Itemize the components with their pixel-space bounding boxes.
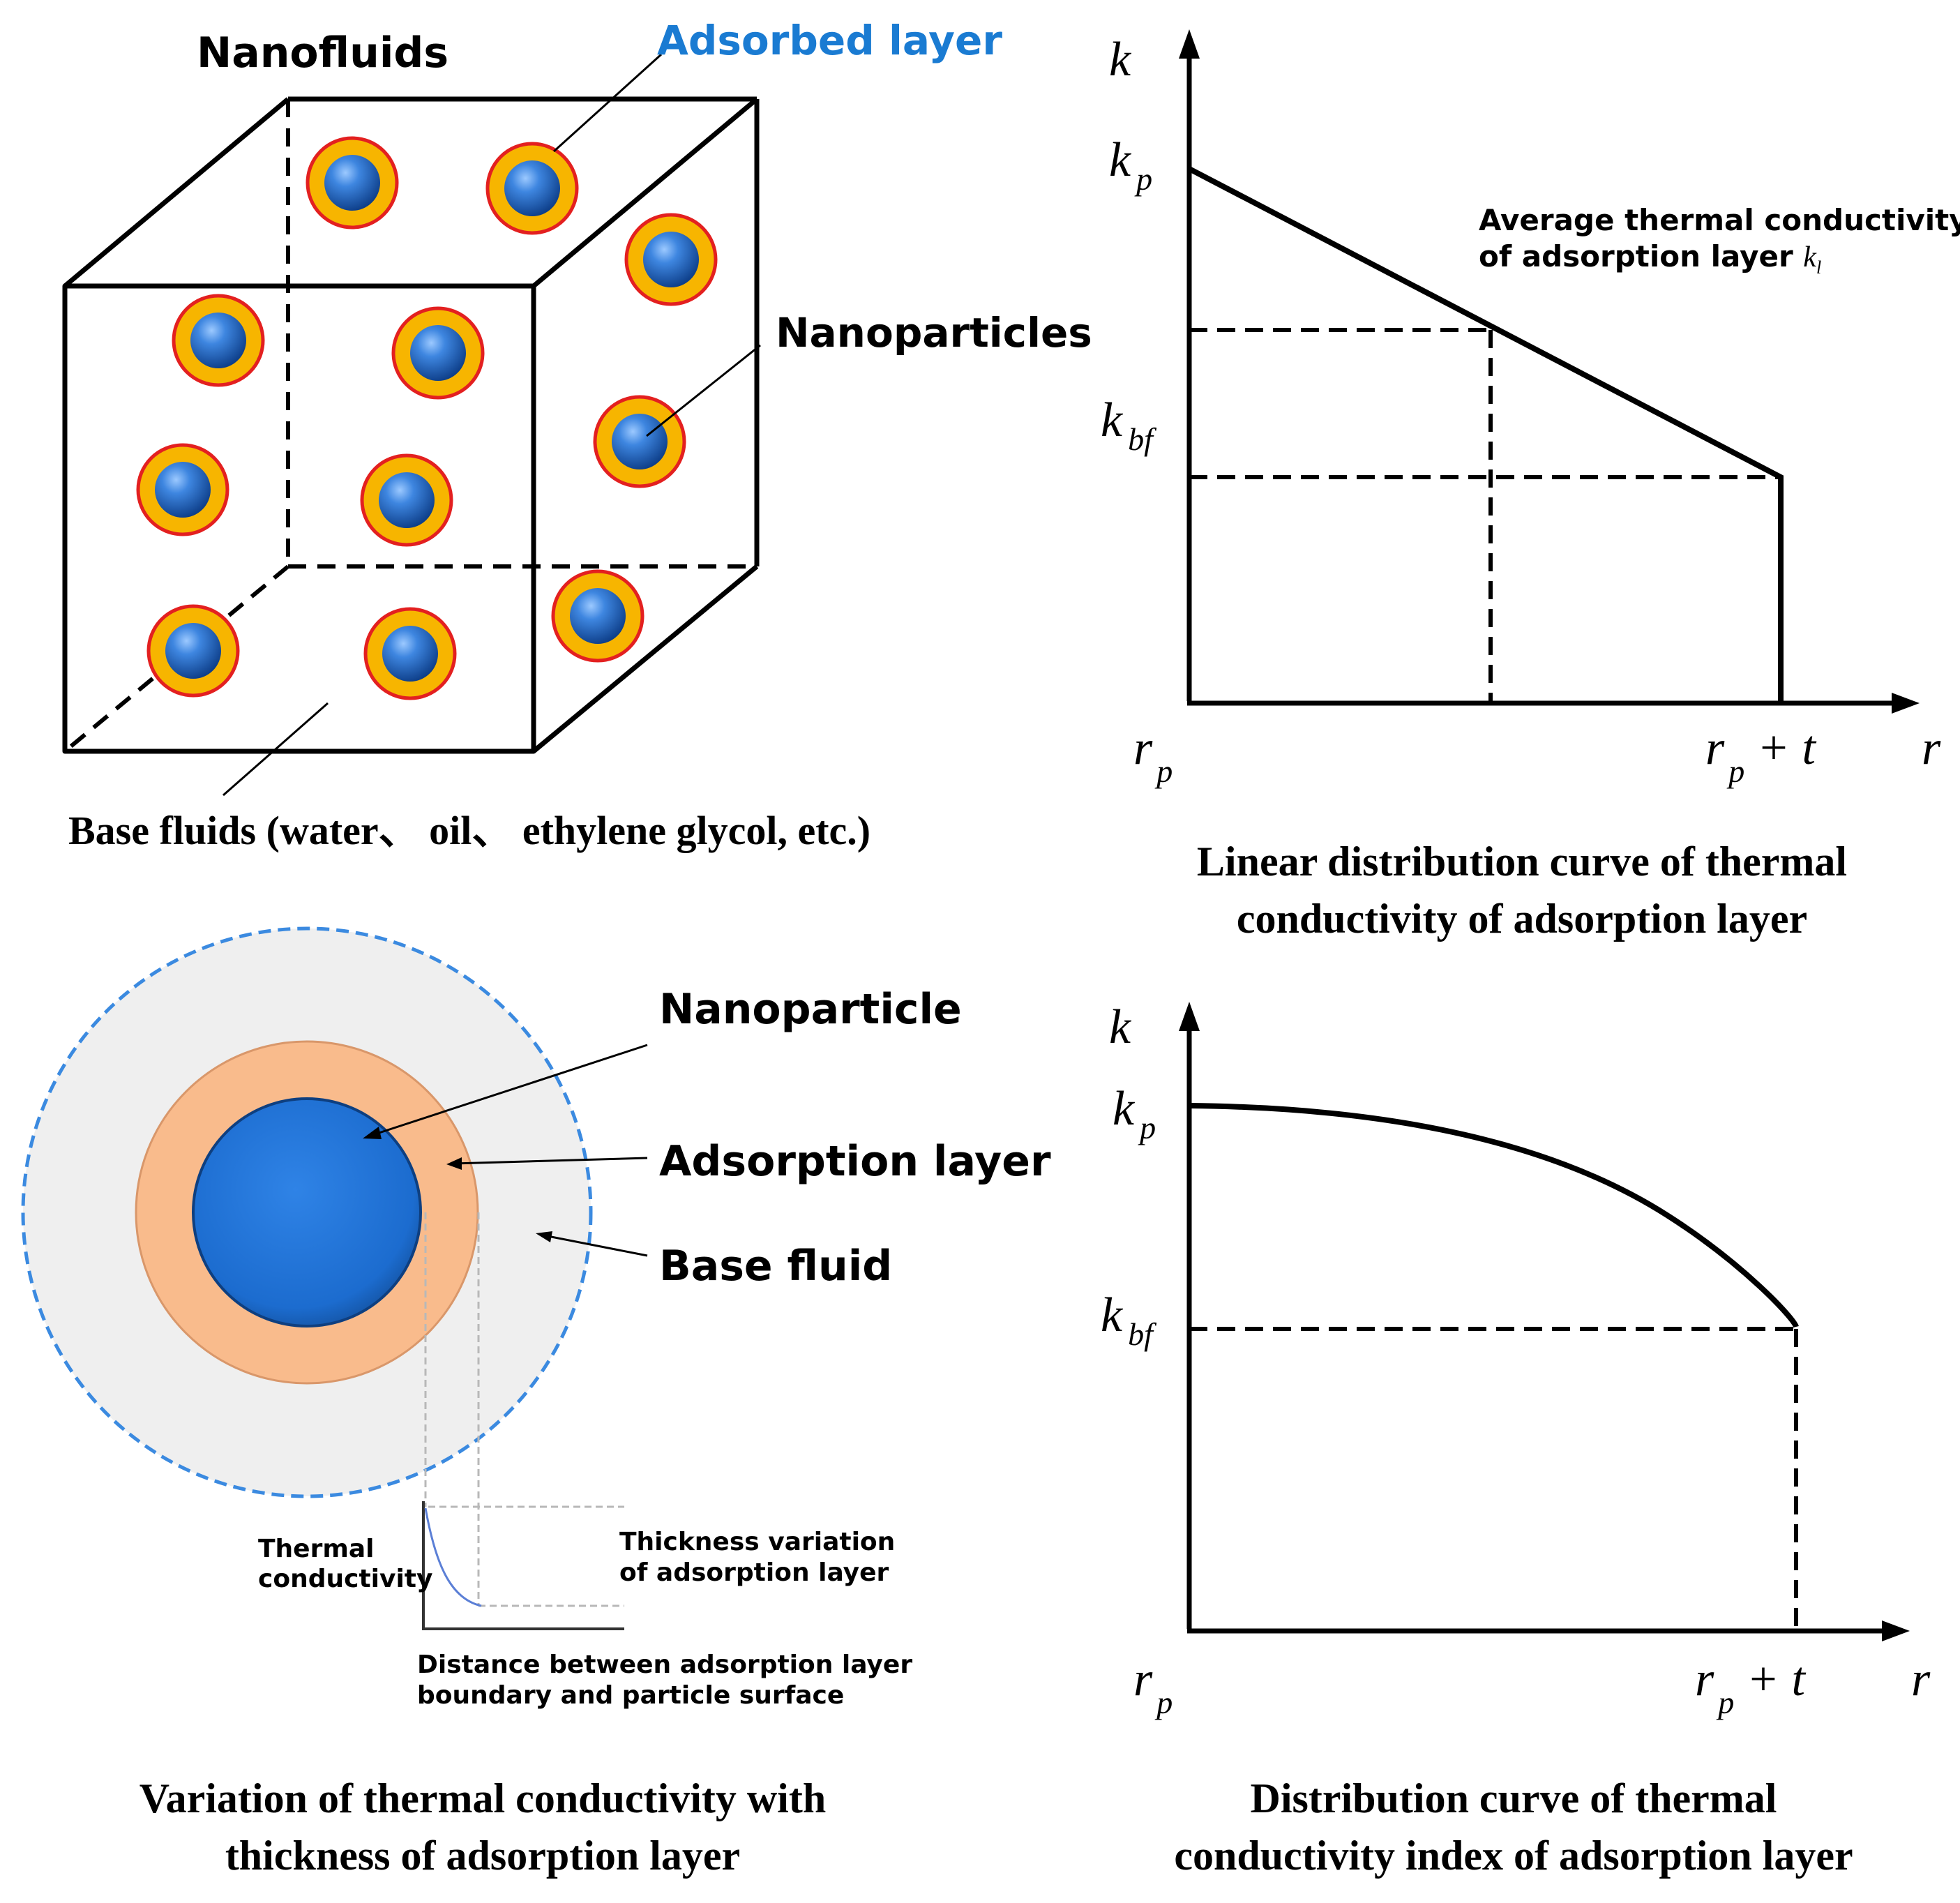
index-caption-line2: conductivity index of adsorption layer <box>1174 1833 1853 1879</box>
inset-x-label-line1: Distance between adsorption layer <box>417 1650 912 1679</box>
particle-layer-panel: Nanoparticle Adsorption layer Base fluid… <box>21 926 1051 1879</box>
cube-leader-lines <box>223 53 761 797</box>
coated-nanoparticle <box>360 453 453 547</box>
coated-nanoparticle <box>624 213 718 306</box>
linear-caption-line1: Linear distribution curve of thermal <box>1197 838 1847 885</box>
nanoparticle-sphere <box>165 623 221 679</box>
nanoparticles-label: Nanoparticles <box>776 309 1092 356</box>
linear-x-label: r <box>1922 721 1941 775</box>
index-x-label: r <box>1911 1653 1931 1706</box>
adsorption-layer-label: Adsorption layer <box>659 1137 1051 1186</box>
index-y-label: k <box>1109 1000 1132 1054</box>
coated-nanoparticle <box>593 395 686 488</box>
nanoparticle-sphere <box>155 462 211 518</box>
linear-caption-line2: conductivity of adsorption layer <box>1237 896 1807 942</box>
index-caption-line1: Distribution curve of thermal <box>1251 1775 1777 1821</box>
nanoparticle-sphere <box>643 232 699 287</box>
nanoparticle-sphere <box>190 313 246 368</box>
linear-y-axis-arrow <box>1179 29 1200 59</box>
linear-guide-lines <box>1189 328 1781 702</box>
nanoparticle-sphere <box>324 155 380 211</box>
nanoparticle-label: Nanoparticle <box>659 985 962 1034</box>
particle-arrowheads <box>363 1127 552 1242</box>
linear-y-label: k <box>1109 33 1132 86</box>
base-fluids-caption: Base fluids (water、 oil、 ethylene glycol… <box>68 808 870 853</box>
thickness-inset-plot: Thermal conductivity Thickness variation… <box>258 1212 912 1710</box>
nanoparticle-group <box>136 136 718 700</box>
inset-y-label-line1: Thermal <box>258 1535 375 1563</box>
index-guide-lines <box>1189 1327 1798 1630</box>
particle-leader-arrows <box>365 1044 648 1257</box>
coated-nanoparticle <box>306 136 399 230</box>
linear-annotation-line2: of adsorption layer kl <box>1479 239 1821 278</box>
coated-nanoparticle <box>363 607 457 700</box>
nanoparticle-sphere <box>379 472 435 528</box>
inset-y-label-line2: conductivity <box>258 1565 432 1593</box>
nanoparticle-sphere <box>504 160 560 216</box>
cube-visible-edges <box>62 96 760 754</box>
adsorbed-layer-label: Adsorbed layer <box>657 17 1002 64</box>
index-k-curve <box>1189 1103 1799 1328</box>
coated-nanoparticle <box>551 569 644 663</box>
index-y-axis-arrow <box>1179 1002 1200 1031</box>
inset-decay-curve <box>424 1507 482 1607</box>
inset-x-label-line2: boundary and particle surface <box>417 1681 844 1710</box>
coated-nanoparticle <box>391 306 485 400</box>
nanoparticle-core <box>192 1097 422 1327</box>
base-fluid-label: Base fluid <box>659 1242 892 1291</box>
linear-annotation-line1: Average thermal conductivity <box>1479 203 1960 237</box>
index-x-axis-arrow <box>1882 1620 1910 1641</box>
particle-caption-line1: Variation of thermal conductivity with <box>140 1775 826 1821</box>
coated-nanoparticle <box>136 443 229 536</box>
coated-nanoparticle <box>485 142 579 235</box>
nanofluid-cube-panel: Nanofluids Adsorbed layer Nanoparticles … <box>62 17 1092 853</box>
nanoparticle-sphere <box>612 414 668 469</box>
nanoparticle-sphere <box>410 325 466 381</box>
coated-nanoparticle <box>146 604 240 698</box>
linear-x-axis-arrow <box>1892 693 1920 714</box>
nanoparticle-sphere <box>570 588 626 644</box>
nanofluids-title: Nanofluids <box>197 29 448 77</box>
coated-nanoparticle <box>172 294 265 387</box>
inset-right-label-line2: of adsorption layer <box>619 1558 889 1587</box>
particle-caption-line2: thickness of adsorption layer <box>225 1833 740 1879</box>
nanoparticle-sphere <box>382 626 438 682</box>
cube-hidden-edges <box>63 99 757 753</box>
inset-right-label-line1: Thickness variation <box>619 1528 895 1556</box>
inset-projection-lines <box>424 1212 624 1607</box>
